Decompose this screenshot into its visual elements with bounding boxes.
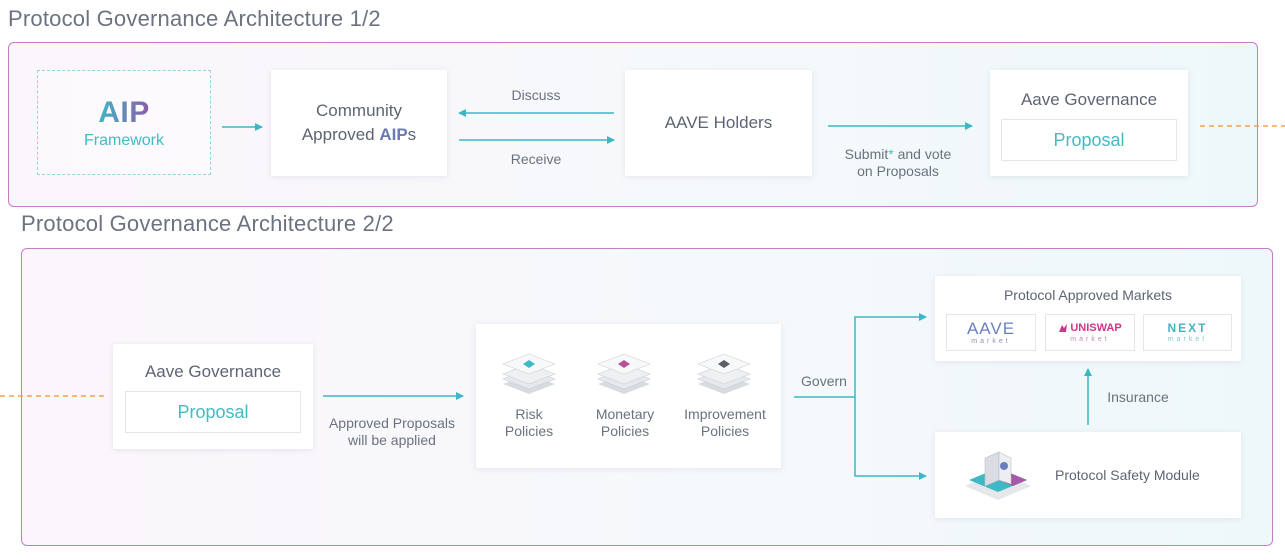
uniswap-unicorn-icon: [1059, 323, 1068, 332]
govern-branch-connector: [794, 313, 927, 398]
aip-subtitle: Framework: [83, 131, 164, 149]
submit-vote-label: Submit* and vote on Proposals: [828, 146, 968, 180]
uniswap-market-sub: market: [1070, 335, 1110, 343]
approved-markets-title: Protocol Approved Markets: [1003, 287, 1173, 303]
aave-market-name: AAVE: [966, 318, 1016, 338]
risk-policy-diamond: [523, 360, 535, 368]
approved-proposals-label: Approved Proposals will be applied: [322, 415, 462, 449]
govern-label: Govern: [801, 373, 847, 389]
monetary-policy-diamond: [618, 360, 630, 368]
improvement-policies-layers-icon: [697, 353, 751, 394]
community-line2: Approved AIPs: [302, 123, 416, 147]
aip-title: AIP: [98, 95, 150, 129]
submit-word: Submit: [844, 146, 889, 162]
community-line2-bold: AIP: [379, 125, 408, 144]
next-market-sub: market: [1167, 335, 1208, 343]
on-proposals-text: on Proposals: [857, 163, 939, 179]
safety-module-icon: [965, 451, 1031, 500]
aave-governance-card-part1[interactable]: Aave Governance Proposal: [990, 70, 1188, 176]
approved-proposals-line1: Approved Proposals: [328, 415, 456, 431]
monetary-policies-label: Monetary Policies: [595, 406, 655, 439]
section-title-part1: Protocol Governance Architecture 1/2: [8, 6, 381, 31]
community-approved-aips-card[interactable]: Community Approved AIPs: [271, 70, 447, 176]
uniswap-market-name-row: UNISWAP: [1058, 321, 1122, 335]
next-market-name: NEXT: [1167, 320, 1208, 335]
discuss-label: Discuss: [511, 87, 561, 103]
monetary-policies-layers-icon: [597, 353, 651, 394]
next-market-logo[interactable]: NEXT market: [1143, 314, 1232, 351]
proposal-box-part1[interactable]: Proposal: [1001, 119, 1177, 161]
aave-governance-title-part1: Aave Governance: [1020, 90, 1158, 109]
aave-governance-title-part2: Aave Governance: [144, 362, 282, 381]
risk-policies-label: Risk Policies: [504, 406, 554, 439]
improvement-policy-diamond: [718, 360, 730, 368]
govern-branch-connector: [854, 397, 927, 480]
aave-governance-card-part2[interactable]: Aave Governance Proposal: [113, 344, 313, 449]
aave-holders-card[interactable]: AAVE Holders: [625, 70, 812, 176]
submit-star: *: [888, 146, 894, 162]
community-line2-prefix: Approved: [301, 125, 380, 144]
community-line2-suffix: s: [407, 125, 417, 144]
aave-market-sub: market: [971, 337, 1011, 345]
aave-market-logo[interactable]: AAVE market: [946, 314, 1036, 351]
uniswap-market-name: UNISWAP: [1070, 321, 1122, 334]
aave-holders-label: AAVE Holders: [664, 113, 773, 132]
and-vote-text: and vote: [893, 146, 952, 162]
community-line1: Community: [316, 101, 402, 120]
uniswap-market-logo[interactable]: UNISWAP market: [1045, 314, 1135, 351]
policies-card: [476, 324, 781, 468]
section-title-part2: Protocol Governance Architecture 2/2: [21, 211, 394, 236]
aip-framework-box[interactable]: AIP Framework: [37, 70, 211, 175]
approved-proposals-line2: will be applied: [348, 432, 436, 448]
insurance-label: Insurance: [1107, 389, 1169, 405]
safety-module-label: Protocol Safety Module: [1055, 467, 1200, 483]
receive-label: Receive: [510, 151, 562, 167]
proposal-box-part2[interactable]: Proposal: [125, 391, 301, 433]
improvement-policies-label: Improvement Policies: [684, 406, 766, 439]
risk-policies-layers-icon: [502, 353, 556, 394]
